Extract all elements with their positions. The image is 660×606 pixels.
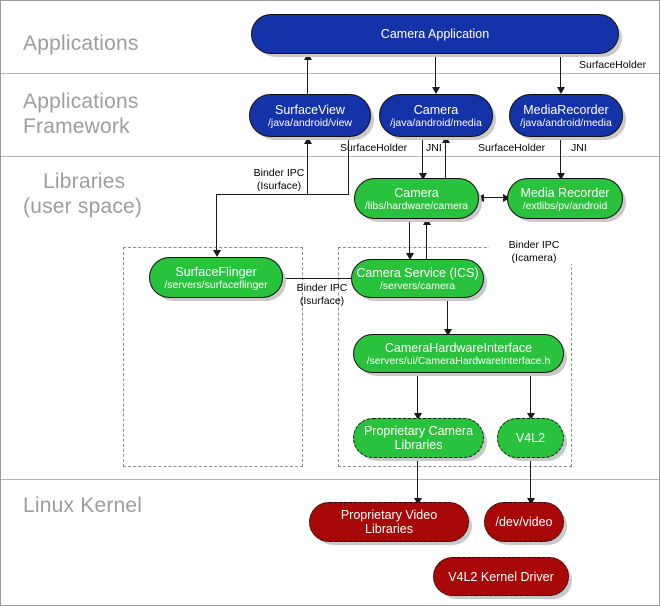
layer-label-linux-kernel: Linux Kernel xyxy=(23,494,143,517)
node-subtitle: /servers/camera xyxy=(379,279,456,292)
arrowhead-chi-to-v4l2 xyxy=(527,413,535,420)
node-subtitle: Libraries xyxy=(394,438,443,452)
arrowhead-camera-service-to-camera-lib xyxy=(423,218,431,225)
arrowhead-application-to-mediarecorder xyxy=(557,87,565,94)
node-camera-java[interactable]: Camera /java/android/media xyxy=(379,94,493,137)
arrowhead-into-surfaceview xyxy=(304,137,312,144)
node-camera-application[interactable]: Camera Application xyxy=(251,14,619,54)
edge-camera-lib-to-camera-java xyxy=(445,141,447,179)
node-subtitle: /libs/hardware/camera xyxy=(364,199,469,212)
node-dev-video[interactable]: /dev/video xyxy=(484,502,564,542)
arrowhead-chi-to-proprietary-camera-libraries xyxy=(414,413,422,420)
node-camera-lib[interactable]: Camera /libs/hardware/camera xyxy=(354,178,479,219)
edge-application-to-mediarecorder xyxy=(560,53,562,89)
node-title: Camera xyxy=(413,102,459,117)
layer-divider-framework xyxy=(1,156,659,157)
edge-camera-lib-media-recorder xyxy=(481,197,507,199)
node-subtitle: /servers/ui/CameraHardwareInterface.h xyxy=(366,354,551,367)
edge-camera-lib-to-camera-service xyxy=(409,219,411,257)
arrowhead-camera-service-to-chi xyxy=(444,329,452,336)
node-surfaceflinger[interactable]: SurfaceFlinger /servers/surfaceflinger xyxy=(149,257,283,298)
node-title: SurfaceFlinger xyxy=(175,264,257,279)
group-box-camera-stack xyxy=(338,247,572,467)
edge-isurface-segment-down-left xyxy=(216,194,218,252)
edge-label-binder-ipc-isurface-top: Binder IPC (Isurface) xyxy=(253,167,305,192)
node-proprietary-video-libraries[interactable]: Proprietary Video Libraries xyxy=(309,502,469,542)
node-subtitle: /java/android/media xyxy=(390,116,482,129)
arrowhead-to-camera-lib xyxy=(477,194,484,202)
node-subtitle: /java/android/view xyxy=(267,116,353,129)
edge-application-to-camera-java xyxy=(435,53,437,89)
node-title: Proprietary Video xyxy=(340,508,438,522)
edge-mediarecorder-to-media-recorder-lib xyxy=(560,137,562,177)
node-title: Camera Service (ICS) xyxy=(356,265,479,280)
node-subtitle: /servers/surfaceflinger xyxy=(164,278,268,291)
node-title: Proprietary Camera xyxy=(363,424,474,438)
edge-camera-java-to-camera-lib xyxy=(422,137,424,177)
edge-into-surfaceview xyxy=(307,142,309,194)
edge-label-jni-recorder: JNI xyxy=(571,142,587,154)
node-title: /dev/video xyxy=(495,515,553,529)
edge-chi-to-proprietary-camera-libraries xyxy=(417,373,419,417)
arrowhead-camera-lib-to-camera-java xyxy=(442,136,450,143)
edge-label-binder-ipc-isurface-mid: Binder IPC (Isurface) xyxy=(296,282,348,307)
arrowhead-application-to-camera-java xyxy=(432,87,440,94)
node-title: CameraHardwareInterface xyxy=(384,340,533,355)
arrowhead-mediarecorder-to-media-recorder-lib xyxy=(557,173,565,180)
node-proprietary-camera-libraries[interactable]: Proprietary Camera Libraries xyxy=(353,418,484,458)
node-subtitle: Libraries xyxy=(365,522,413,536)
edge-label-jni-camera: JNI xyxy=(426,142,442,154)
layer-divider-applications xyxy=(1,73,659,74)
edge-isurface-segment-down-right xyxy=(348,137,350,195)
node-title: Camera xyxy=(394,185,439,200)
node-v4l2-kernel-driver[interactable]: V4L2 Kernel Driver xyxy=(433,557,569,596)
edge-chi-to-v4l2 xyxy=(530,373,532,417)
arrowhead-camera-lib-to-camera-service xyxy=(406,253,414,260)
node-mediarecorder-java[interactable]: MediaRecorder /java/android/media xyxy=(509,94,623,137)
edge-camera-service-to-camera-lib xyxy=(426,223,428,259)
group-box-surfaceflinger xyxy=(123,247,303,467)
node-v4l2[interactable]: V4L2 xyxy=(497,418,564,458)
edge-camera-service-to-chi xyxy=(447,297,449,333)
arrowhead-isurface-to-surfaceflinger xyxy=(213,250,221,257)
node-title: V4L2 xyxy=(515,431,546,445)
layer-label-applications: Applications xyxy=(23,32,139,55)
node-subtitle: /extlibs/pv/android xyxy=(522,199,608,212)
node-subtitle: /java/android/media xyxy=(520,116,612,129)
node-surfaceview[interactable]: SurfaceView /java/android/view xyxy=(249,94,371,137)
node-camera-service[interactable]: Camera Service (ICS) /servers/camera xyxy=(351,259,484,298)
node-title: Media Recorder xyxy=(520,185,610,200)
node-title: Camera Application xyxy=(380,27,490,41)
node-title: V4L2 Kernel Driver xyxy=(448,569,554,584)
edge-v4l2-to-dev-video xyxy=(530,458,532,502)
node-title: MediaRecorder xyxy=(523,102,609,117)
edge-label-surfaceholder-app: SurfaceHolder xyxy=(579,59,647,71)
edge-label-surfaceholder-recorder: SurfaceHolder xyxy=(478,142,546,154)
node-camera-hardware-interface[interactable]: CameraHardwareInterface /servers/ui/Came… xyxy=(353,334,564,373)
edge-camera-service-to-surfaceflinger xyxy=(283,278,351,280)
node-title: SurfaceView xyxy=(275,102,345,117)
layer-label-applications-framework: Applications Framework xyxy=(23,90,139,138)
layer-label-libraries: Libraries (user space) xyxy=(23,170,143,218)
edge-surfaceview-to-application xyxy=(307,58,309,94)
edge-isurface-segment-left xyxy=(216,194,349,196)
edge-proprietary-camera-to-proprietary-video xyxy=(417,458,419,502)
arrowhead-surfaceview-to-application xyxy=(304,53,312,60)
arrowhead-camera-java-to-camera-lib xyxy=(419,173,427,180)
edge-label-surfaceholder-camera: SurfaceHolder xyxy=(340,142,408,154)
edge-label-binder-ipc-icamera: Binder IPC (Icamera) xyxy=(489,239,579,264)
layer-divider-kernel xyxy=(1,479,659,480)
node-media-recorder-lib[interactable]: Media Recorder /extlibs/pv/android xyxy=(507,178,623,219)
